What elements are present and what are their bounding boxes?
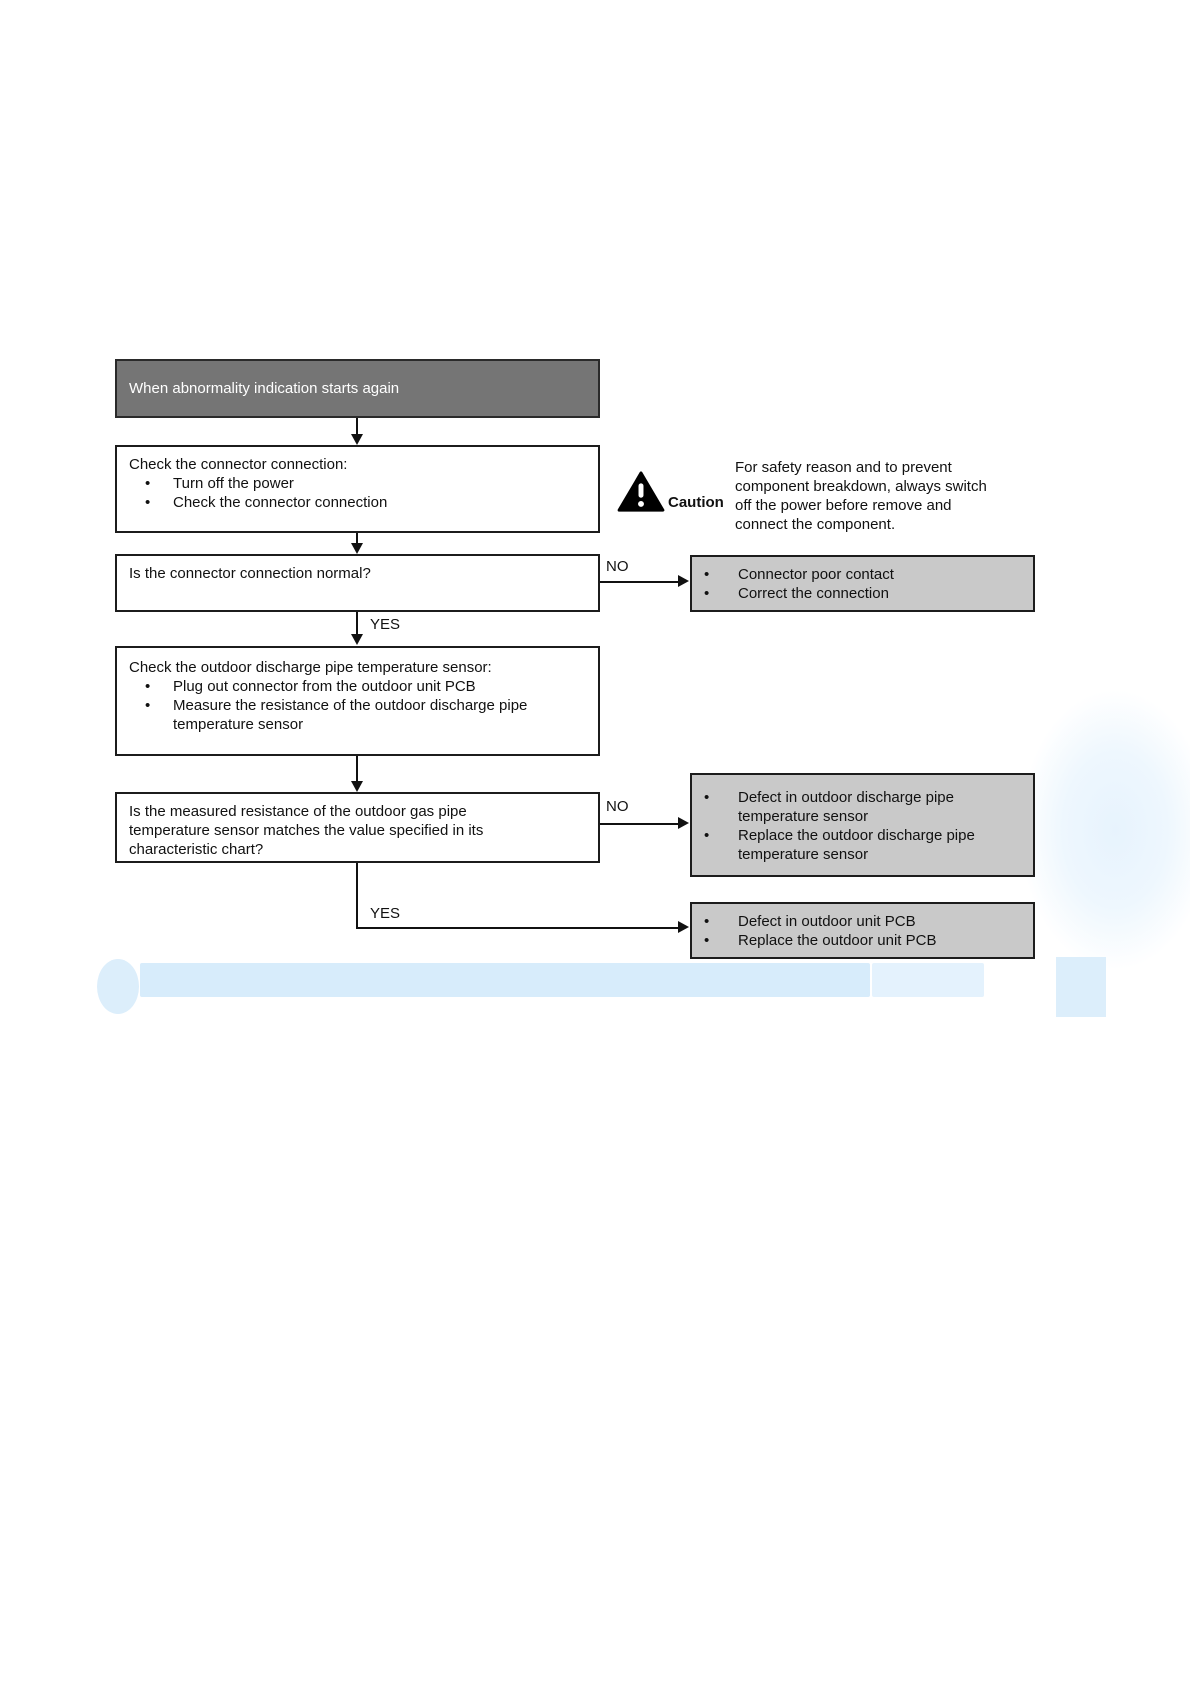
question-resistance-text: Is the measured resistance of the outdoo… <box>129 803 484 858</box>
arrow-down-icon <box>351 434 363 445</box>
check-sensor-bullet: Measure the resistance of the outdoor di… <box>173 697 528 733</box>
start-label: When abnormality indication starts again <box>129 380 400 397</box>
bullet-icon: • <box>145 678 151 695</box>
question-connector-box: Is the connector connection normal? <box>115 554 600 612</box>
arrow-down-icon <box>351 781 363 792</box>
list-item: • Defect in outdoor discharge pipe tempe… <box>692 788 1033 826</box>
result-connector-box: • Connector poor contact • Correct the c… <box>690 555 1035 612</box>
caution-warning-icon <box>617 471 665 512</box>
bullet-icon: • <box>704 827 710 844</box>
question-connector-text: Is the connector connection normal? <box>129 565 371 582</box>
connector-line <box>600 823 680 825</box>
bullet-icon: • <box>704 789 710 806</box>
arrow-down-icon <box>351 543 363 554</box>
watermark-band-light <box>872 963 984 997</box>
watermark-cap <box>97 959 139 1014</box>
list-item: • Plug out connector from the outdoor un… <box>129 677 588 696</box>
connector-line <box>356 533 358 544</box>
caution-text: For safety reason and to prevent compone… <box>735 459 987 533</box>
yes-label: YES <box>370 616 401 633</box>
arrow-right-icon <box>678 575 689 587</box>
caution-label: Caution <box>668 494 724 511</box>
watermark-bar <box>1056 957 1106 1017</box>
arrow-right-icon <box>678 921 689 933</box>
start-box: When abnormality indication starts again <box>115 359 600 418</box>
check-connector-bullet: Check the connector connection <box>173 494 388 511</box>
check-connector-box: Check the connector connection: • Turn o… <box>115 445 600 533</box>
no-label: NO <box>606 558 629 575</box>
bullet-icon: • <box>704 566 710 583</box>
arrow-right-icon <box>678 817 689 829</box>
no-label: NO <box>606 798 629 815</box>
question-resistance-box: Is the measured resistance of the outdoo… <box>115 792 600 863</box>
watermark-circle <box>1020 690 1190 970</box>
connector-line <box>600 581 680 583</box>
list-item: • Check the connector connection <box>129 493 588 512</box>
result-pcb-bullet: Defect in outdoor unit PCB <box>738 913 916 930</box>
connector-line <box>356 863 358 929</box>
result-sensor-bullet: Replace the outdoor discharge pipe tempe… <box>738 827 975 863</box>
arrow-down-icon <box>351 634 363 645</box>
yes-label: YES <box>370 905 401 922</box>
watermark-band <box>140 963 870 997</box>
check-sensor-bullet: Plug out connector from the outdoor unit… <box>173 678 476 695</box>
result-sensor-bullet: Defect in outdoor discharge pipe tempera… <box>738 789 954 825</box>
bullet-icon: • <box>145 475 151 492</box>
connector-line <box>356 418 358 435</box>
bullet-icon: • <box>704 585 710 602</box>
bullet-icon: • <box>145 697 151 714</box>
list-item: • Connector poor contact <box>692 565 1033 584</box>
connector-line <box>356 927 680 929</box>
check-connector-title: Check the connector connection: <box>129 456 348 473</box>
list-item: • Correct the connection <box>692 584 1033 603</box>
list-item: • Measure the resistance of the outdoor … <box>129 696 588 734</box>
result-connector-bullet: Connector poor contact <box>738 566 894 583</box>
check-connector-bullet: Turn off the power <box>173 475 294 492</box>
list-item: • Replace the outdoor discharge pipe tem… <box>692 826 1033 864</box>
check-sensor-title: Check the outdoor discharge pipe tempera… <box>129 659 492 676</box>
result-pcb-box: • Defect in outdoor unit PCB • Replace t… <box>690 902 1035 959</box>
bullet-icon: • <box>704 932 710 949</box>
list-item: • Defect in outdoor unit PCB <box>692 912 1033 931</box>
result-connector-bullet: Correct the connection <box>738 585 889 602</box>
connector-line <box>356 756 358 782</box>
list-item: • Turn off the power <box>129 474 588 493</box>
check-sensor-box: Check the outdoor discharge pipe tempera… <box>115 646 600 756</box>
list-item: • Replace the outdoor unit PCB <box>692 931 1033 950</box>
result-pcb-bullet: Replace the outdoor unit PCB <box>738 932 937 949</box>
result-sensor-box: • Defect in outdoor discharge pipe tempe… <box>690 773 1035 877</box>
connector-line <box>356 612 358 635</box>
bullet-icon: • <box>704 913 710 930</box>
bullet-icon: • <box>145 494 151 511</box>
